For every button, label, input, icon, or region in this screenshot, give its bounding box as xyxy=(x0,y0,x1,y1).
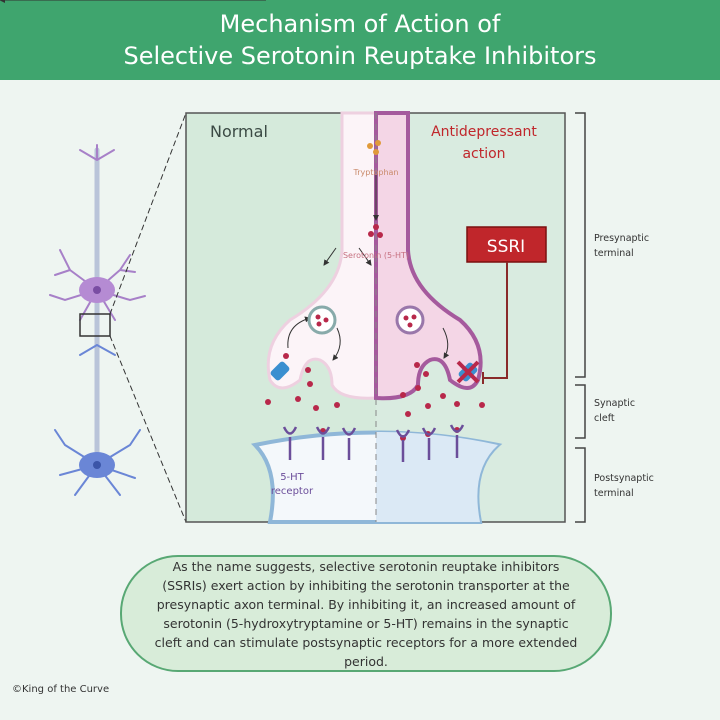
receptor-label-2: receptor xyxy=(271,486,314,497)
vesicle-left xyxy=(307,305,337,335)
antidepressant-label-2: action xyxy=(462,146,505,162)
serotonin-transporter xyxy=(270,361,290,381)
vesicle-right xyxy=(395,305,425,335)
credit: ©King of the Curve xyxy=(12,684,110,695)
receptor-label: 5-HT xyxy=(280,472,304,483)
postsynaptic-label-2: terminal xyxy=(594,488,634,499)
presynaptic-label-2: terminal xyxy=(594,248,634,259)
cleft-label-2: cleft xyxy=(594,413,615,424)
5ht-receptors xyxy=(282,424,465,462)
title-line-2: Selective Serotonin Reuptake Inhibitors xyxy=(123,42,597,70)
ssri-box xyxy=(466,226,547,263)
postsynaptic-label: Postsynaptic xyxy=(594,473,654,484)
ssri-label: SSRI xyxy=(487,237,525,257)
cleft-label: Synaptic xyxy=(594,398,635,409)
serotonin-label: Serotonin (5-HT) xyxy=(343,251,409,260)
tryptophan-molecules xyxy=(367,140,381,155)
block-x-icon xyxy=(456,360,480,384)
page-title: Mechanism of Action of Selective Seroton… xyxy=(0,0,720,80)
title-line-1: Mechanism of Action of xyxy=(219,10,501,38)
region-brackets xyxy=(575,112,586,523)
neuron-illustration xyxy=(49,112,187,523)
pathway-arrows xyxy=(0,0,448,360)
description-box: As the name suggests, selective serotoni… xyxy=(120,555,612,672)
normal-label: Normal xyxy=(210,122,268,141)
antidepressant-label: Antidepressant xyxy=(431,124,537,140)
presynaptic-left xyxy=(266,111,378,400)
tryptophan-label: Tryptophan xyxy=(353,168,399,177)
presynaptic-label: Presynaptic xyxy=(594,233,649,244)
description-text: As the name suggests, selective serotoni… xyxy=(154,558,578,669)
